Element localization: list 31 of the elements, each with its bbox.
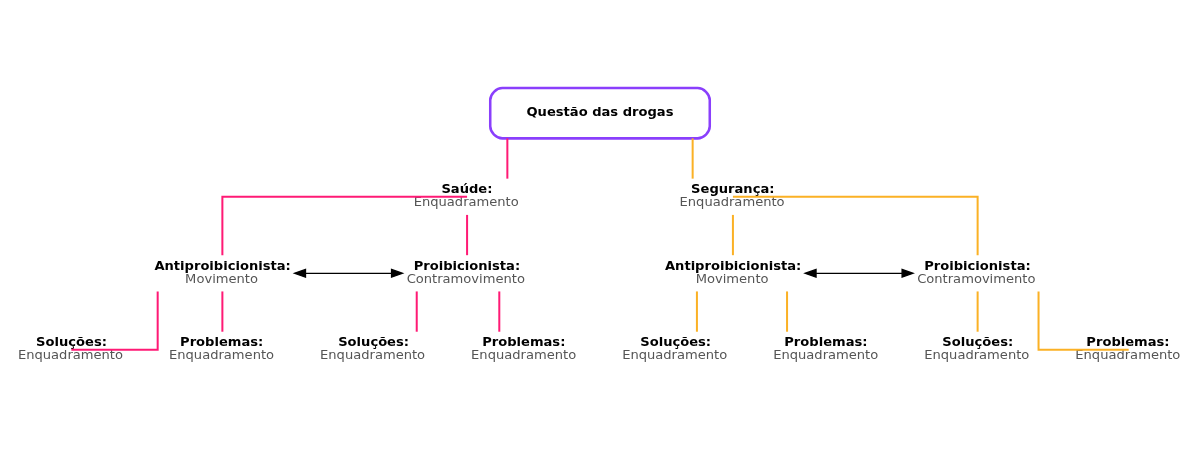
- connector: [691, 137, 694, 179]
- connector: [786, 290, 789, 332]
- connector: [221, 195, 468, 255]
- connector: [506, 137, 509, 179]
- node-text: Proibicionista: Contramovimento: [917, 257, 1036, 286]
- node-text: Proibicionista: Contramovimento: [406, 257, 525, 286]
- connector: [466, 214, 469, 255]
- node-text: Soluções: Enquadramento: [320, 333, 426, 362]
- node-text: Problemas: Enquadramento: [169, 333, 275, 362]
- connector: [732, 195, 979, 255]
- node-text: Antiproibicionista: Movimento: [664, 257, 802, 286]
- node-text: Soluções: Enquadramento: [924, 333, 1030, 362]
- node-text: Problemas: Enquadramento: [773, 333, 879, 362]
- arrow: [803, 268, 915, 278]
- node-text: Problemas: Enquadramento: [471, 333, 577, 362]
- connector: [498, 290, 501, 332]
- connector: [1037, 290, 1129, 351]
- connector: [71, 290, 159, 351]
- node-text: Soluções: Enquadramento: [17, 333, 124, 362]
- node-text: Problemas: Enquadramento: [1075, 333, 1181, 362]
- node-text: Segurança: Enquadramento: [679, 180, 785, 209]
- arrow: [292, 268, 405, 278]
- node-text: Saúde: Enquadramento: [413, 180, 519, 209]
- node-box: Questão das drogas: [489, 86, 711, 140]
- connector: [731, 214, 734, 255]
- connector: [415, 290, 418, 332]
- node-text: Antiproibicionista: Movimento: [154, 257, 291, 286]
- node-text: Soluções: Enquadramento: [622, 333, 728, 362]
- connector: [695, 290, 698, 332]
- connector: [221, 290, 224, 332]
- connector: [976, 290, 979, 332]
